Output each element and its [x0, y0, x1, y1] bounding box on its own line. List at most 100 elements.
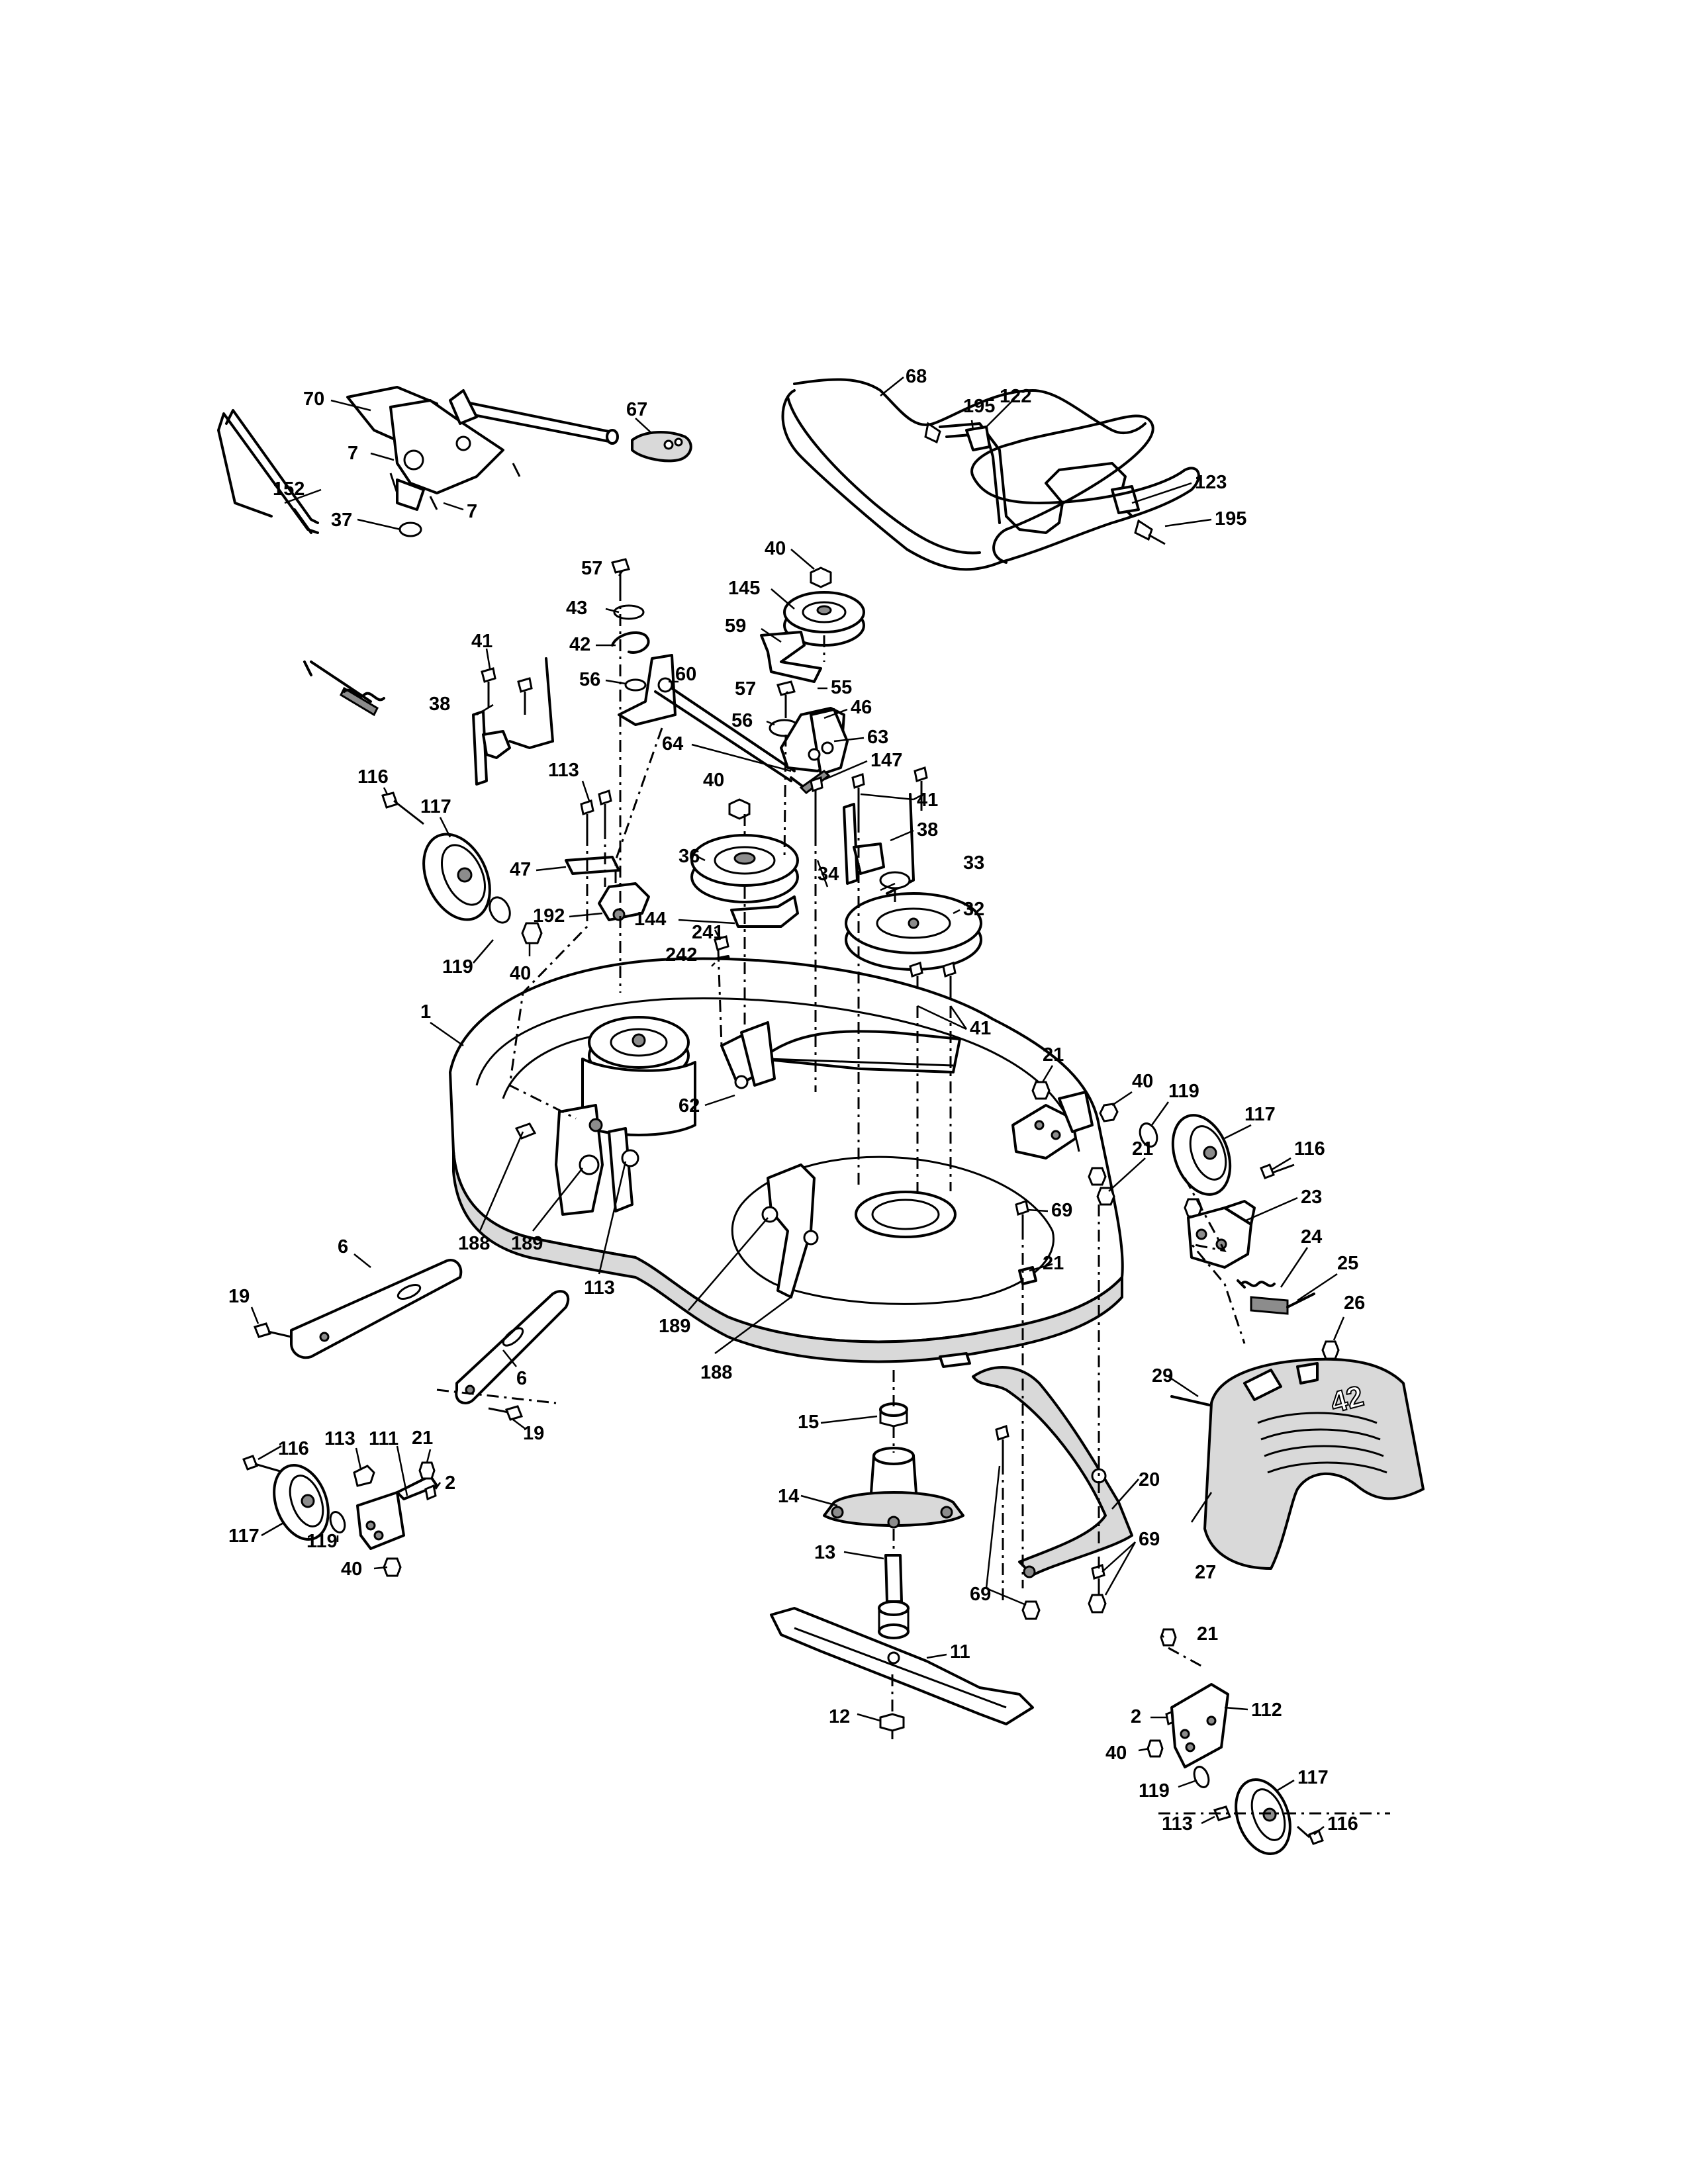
- callout-119: 119: [306, 1531, 338, 1552]
- discharge-chute: 42: [1203, 1357, 1425, 1570]
- callout-47: 47: [510, 859, 531, 880]
- callout-64: 64: [662, 733, 683, 754]
- callout-26: 26: [1344, 1293, 1365, 1314]
- callout-11: 11: [950, 1641, 970, 1662]
- callout-188: 188: [700, 1362, 732, 1383]
- spindle-housing: [823, 1447, 964, 1529]
- callout-2: 2: [1131, 1706, 1141, 1727]
- callout-195: 195: [963, 396, 995, 417]
- gauge-wheel-right-lower: [1147, 1628, 1324, 1856]
- callout-145: 145: [728, 578, 760, 599]
- engagement-linkage-assembly: [217, 386, 619, 717]
- callout-69: 69: [1051, 1200, 1072, 1221]
- mower-blade: [770, 1607, 1034, 1725]
- callout-117: 117: [1244, 1104, 1276, 1125]
- callout-113: 113: [548, 760, 579, 781]
- spindle-pulley-right: [845, 871, 982, 1006]
- callout-63: 63: [867, 727, 888, 748]
- spindle-shaft: [878, 1554, 910, 1639]
- callout-38: 38: [917, 819, 938, 841]
- callout-32: 32: [963, 899, 984, 920]
- callout-152: 152: [273, 478, 305, 500]
- callout-2: 2: [445, 1473, 455, 1494]
- callout-40: 40: [1105, 1743, 1127, 1764]
- callout-113: 113: [324, 1428, 355, 1449]
- part-number-labels: 70 67 7 7 152 37 195 122 68 123 195 40 1…: [228, 366, 1365, 1835]
- callout-leader-lines: [250, 377, 1345, 1835]
- callout-116: 116: [357, 766, 389, 788]
- gauge-wheel-left-lower: [242, 1455, 438, 1577]
- callout-1: 1: [420, 1001, 431, 1023]
- callout-24: 24: [1301, 1226, 1322, 1248]
- drive-belt: [781, 378, 1200, 571]
- idler-arm-left-assembly: [611, 558, 796, 782]
- callout-40: 40: [341, 1559, 362, 1580]
- callout-144: 144: [634, 909, 666, 930]
- deck-engagement-handle: [631, 431, 692, 463]
- callout-111: 111: [369, 1428, 399, 1449]
- callout-34: 34: [818, 864, 839, 885]
- callout-192: 192: [533, 905, 565, 927]
- callout-40: 40: [703, 770, 724, 791]
- callout-119: 119: [442, 956, 473, 978]
- spindle-pulley-left: [581, 1016, 696, 1136]
- callout-20: 20: [1139, 1469, 1160, 1490]
- callout-41: 41: [471, 631, 492, 652]
- callout-46: 46: [851, 697, 872, 718]
- callout-41: 41: [917, 790, 938, 811]
- spindle-assembly: [879, 1402, 908, 1428]
- callout-21: 21: [1132, 1138, 1153, 1160]
- callout-38: 38: [429, 694, 450, 715]
- deck-baffle: [972, 1366, 1133, 1620]
- callout-12: 12: [829, 1706, 850, 1727]
- callout-69: 69: [1139, 1529, 1160, 1550]
- idler-pulley-upper: [760, 567, 865, 683]
- callout-188: 188: [458, 1233, 490, 1254]
- callout-13: 13: [814, 1542, 835, 1563]
- callout-41: 41: [970, 1018, 991, 1039]
- callout-119: 119: [1139, 1780, 1170, 1801]
- callout-37: 37: [331, 510, 352, 531]
- callout-40: 40: [765, 538, 786, 559]
- callout-27: 27: [1195, 1562, 1216, 1583]
- callout-70: 70: [303, 388, 324, 410]
- callout-40: 40: [1132, 1071, 1153, 1092]
- callout-69: 69: [970, 1584, 991, 1605]
- callout-113: 113: [1162, 1813, 1193, 1835]
- callout-23: 23: [1301, 1187, 1322, 1208]
- callout-242: 242: [665, 944, 697, 966]
- callout-189: 189: [659, 1316, 690, 1337]
- callout-25: 25: [1337, 1253, 1358, 1274]
- callout-19: 19: [523, 1423, 544, 1444]
- callout-189: 189: [511, 1233, 543, 1254]
- callout-116: 116: [278, 1438, 309, 1459]
- deck-right-hardware: [1015, 1081, 1203, 1228]
- callout-33: 33: [963, 852, 984, 874]
- callout-119: 119: [1168, 1081, 1199, 1102]
- callout-6: 6: [516, 1368, 527, 1389]
- callout-67: 67: [626, 399, 647, 420]
- callout-56: 56: [579, 669, 600, 690]
- callout-21: 21: [1043, 1044, 1064, 1066]
- gauge-wheel-left-upper: [381, 792, 543, 944]
- front-hanger-upper: [253, 1259, 463, 1359]
- callout-122: 122: [1000, 386, 1031, 407]
- callout-57: 57: [735, 678, 756, 700]
- callout-55: 55: [831, 677, 852, 698]
- gauge-wheel-right-upper: [1099, 1103, 1295, 1196]
- callout-62: 62: [679, 1095, 700, 1116]
- callout-68: 68: [906, 366, 927, 387]
- front-hanger-lower: [455, 1290, 570, 1421]
- callout-241: 241: [692, 922, 724, 943]
- callout-7: 7: [348, 443, 358, 464]
- callout-29: 29: [1152, 1365, 1173, 1387]
- callout-15: 15: [798, 1412, 819, 1433]
- callout-40: 40: [510, 963, 531, 984]
- callout-6: 6: [338, 1236, 348, 1257]
- deck-hanger-left: [472, 657, 554, 786]
- callout-7: 7: [467, 501, 477, 522]
- callout-60: 60: [675, 664, 696, 685]
- callout-19: 19: [228, 1286, 250, 1307]
- callout-123: 123: [1195, 472, 1227, 493]
